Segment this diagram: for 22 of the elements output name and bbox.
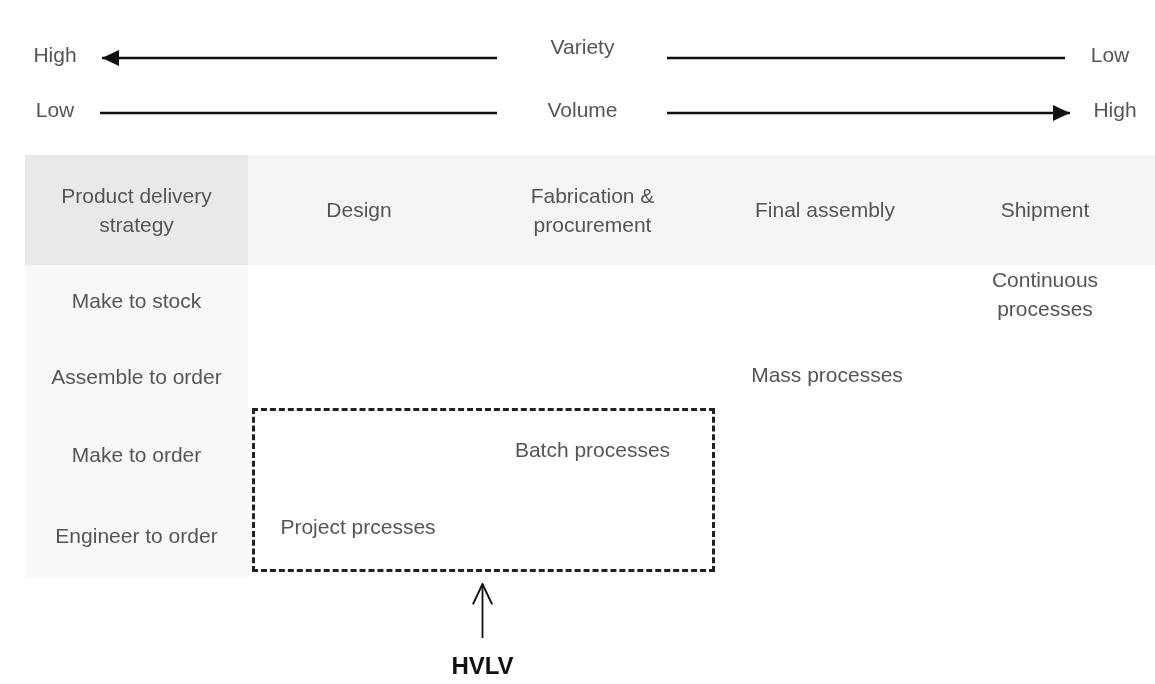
axis-label: Variety — [549, 34, 616, 60]
axis-label: Low — [1089, 42, 1131, 68]
arrow — [471, 583, 494, 639]
dashed-box — [252, 408, 715, 572]
axis-label: High — [32, 42, 78, 68]
row-header: Assemble to order — [25, 337, 248, 417]
process-label: Continuous processes — [990, 267, 1100, 323]
process-label: Batch processes — [513, 437, 672, 463]
column-header: Final assembly — [715, 155, 935, 265]
axis-label: Low — [34, 97, 76, 123]
column-header: Shipment — [935, 155, 1155, 265]
axis-label: Volume — [546, 97, 619, 123]
row-header: Make to stock — [25, 265, 248, 337]
process-label: Project prcesses — [279, 514, 437, 540]
column-header: Fabrication & procurement — [470, 155, 715, 265]
process-label: Mass processes — [750, 362, 904, 388]
callout-text: HVLV — [430, 648, 535, 684]
row-header: Engineer to order — [25, 493, 248, 578]
column-header: Product delivery strategy — [25, 155, 248, 265]
axis-label: High — [1092, 97, 1138, 123]
column-header: Design — [248, 155, 470, 265]
row-header: Make to order — [25, 417, 248, 493]
